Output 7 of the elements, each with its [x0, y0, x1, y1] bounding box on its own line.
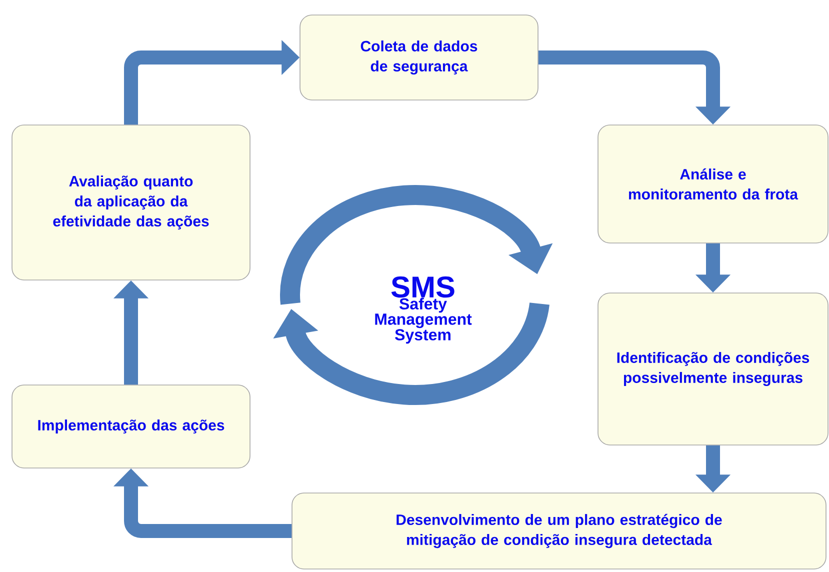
process-box: Identificação de condições possivelmente inseguras	[598, 292, 828, 446]
process-box: Desenvolvimento de um plano estratégico de mitigação de condição insegura detectada	[292, 492, 826, 570]
process-box: Coleta de dados de segurança	[300, 14, 538, 100]
process-box: Análise e monitoramento da frota	[598, 124, 828, 244]
center-label: SMS Safety Management System	[375, 276, 472, 344]
process-box: Implementação das ações	[12, 384, 250, 468]
process-box: Avaliação quanto da aplicação da efetividade das ações	[12, 124, 250, 280]
